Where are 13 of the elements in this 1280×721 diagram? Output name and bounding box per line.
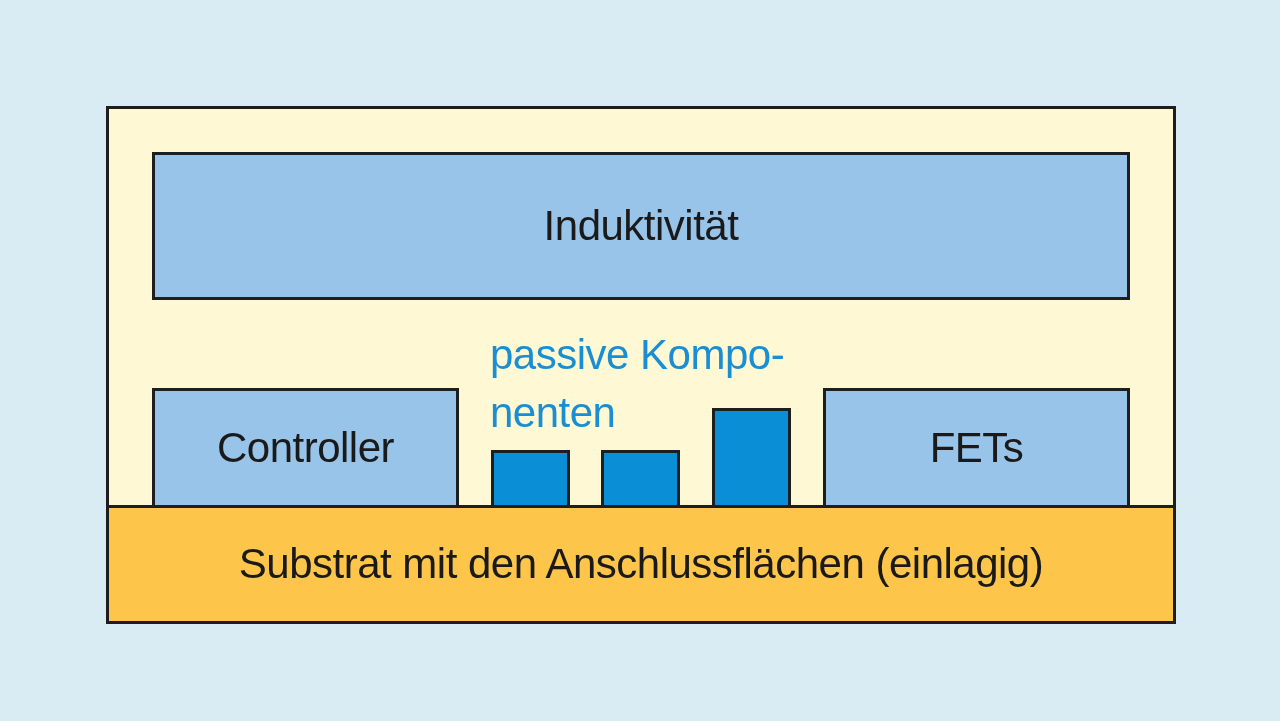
block-label: Induktivität (543, 201, 739, 251)
passive-component-block (601, 450, 680, 508)
substrate-layer (109, 505, 1173, 621)
inductor-block (152, 152, 1130, 300)
controller-block (152, 388, 459, 508)
block-label: FETs (929, 423, 1024, 473)
module-housing (106, 106, 1176, 624)
component-caption: passive Kompo- nenten (490, 330, 786, 438)
block-label: Substrat mit den Anschlussflächen (einlagig) (238, 540, 1044, 589)
block-label: Controller (216, 423, 395, 473)
passive-component-block (491, 450, 570, 508)
fet-block (823, 388, 1130, 508)
passive-component-block (712, 408, 791, 508)
